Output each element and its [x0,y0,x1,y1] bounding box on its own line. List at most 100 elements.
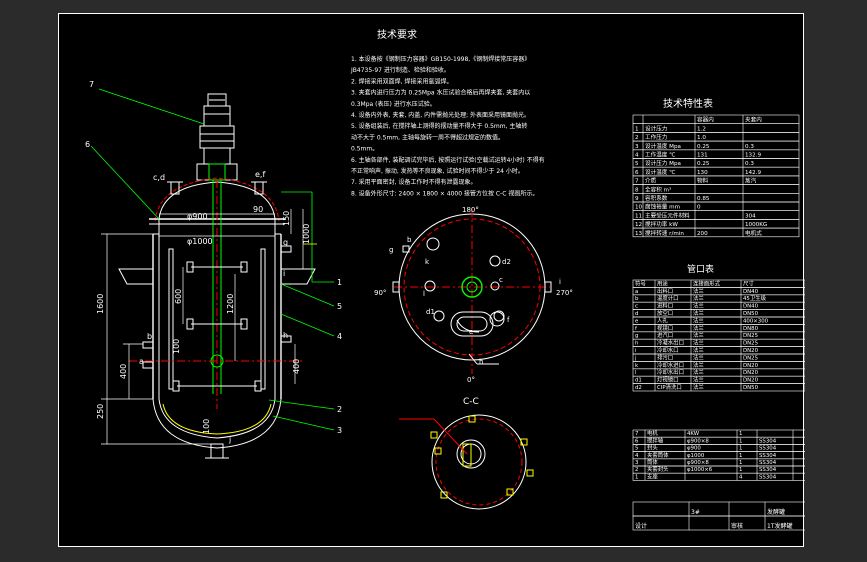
drawing-sheet: 7 6 1 5 4 2 3 c,d e,f g i h b a j φ900 φ… [58,13,805,547]
table-cell: DN25 [743,333,758,339]
table-cell: 2 [635,467,638,473]
dim-1600: 1600 [96,294,105,314]
table-cell: k [635,363,639,369]
callout-leader-2 [268,399,335,410]
title-block-row [632,515,805,531]
callout-leader-4 [280,313,335,337]
table-cell: 法兰 [693,346,704,354]
table-cell: 蒸汽 [745,177,757,185]
table-cell: SS304 [759,474,777,480]
table-cell: 法兰 [693,294,704,302]
nozzle-label-b: b [147,332,152,341]
table-cell: 电机式 [745,229,762,237]
tech-req-line: 5. 设备组装后, 在搅拌轴上测得的摆动量不得大于 0.5mm, 主轴转 [351,122,527,130]
table-cell: g [635,333,638,339]
table-cell: φ1000 [687,453,705,459]
table-cell: 进料口 [657,302,673,310]
tech-req-line: 7. 采用平面密封, 设备工作时不得有泄露现象。 [351,178,476,186]
table-cell: 1 [635,474,638,480]
table-cell: DN20 [743,363,759,369]
table-cell: 排污口 [657,353,673,361]
callout-3: 3 [337,426,342,435]
table-cell: 电机 [647,429,658,437]
table-cell: 法兰 [693,309,704,317]
bom-row [632,472,805,481]
table-cell: 容积系数 [645,194,668,202]
table-cell: 45卫生级 [743,294,767,302]
table-cell: 1 [739,438,742,444]
top-label-i: i [559,278,561,286]
top-label-k: k [425,258,430,266]
table-cell: SS304 [759,460,777,466]
table-cell: 12 [635,222,642,228]
table-cell: φ900×8 [687,438,709,444]
tech-requirements: 技术要求 1. 本设备按《钢制压力容器》GB150-1998,《钢制焊接常压容器… [350,28,545,197]
table-cell: 设计 [635,522,647,530]
table-cell: 9 [635,196,639,202]
table-cell: 搅拌转速 r/min [645,229,684,237]
table-cell: DN20 [743,378,759,384]
table-cell: 0.85 [697,196,710,202]
table-cell: 搅拌轴 [647,436,663,444]
tech-req-line: 不正常响声, 振动, 发热等不良现象, 试验时间不得少于 24 小时。 [351,167,524,175]
table-cell: 冷凝水出口 [657,339,684,347]
table-cell: DN20 [743,348,759,354]
table-cell: 容器内 [697,116,714,124]
callout-2: 2 [337,405,342,414]
table-cell: 放空口 [657,309,673,317]
tech-char-title: 技术特性表 [663,97,713,110]
table-cell: 0 [697,205,701,211]
table-cell: 设计温度 ℃ [645,168,675,176]
table-cell: 5 [635,161,639,167]
top-label-h: h [479,358,483,366]
table-cell: d2 [635,385,642,391]
table-cell: 搅拌功率 kW [645,220,678,228]
table-cell: DN40 [743,289,759,295]
table-cell: 工作压力 [645,133,668,141]
table-cell: i [635,348,637,354]
top-label-g: g [389,246,393,254]
table-cell: 夹套筒体 [647,451,669,459]
table-cell: 1 [635,126,639,132]
callout-7: 7 [89,80,94,89]
table-cell: 夹套内 [745,116,762,124]
table-cell: 4KW [687,431,700,437]
tech-req-line: 6. 主轴各部件, 装配调试完毕后, 按照运行试验(空载试运转4小时) 不得有 [351,156,545,164]
table-cell: 主要受压元件材料 [645,211,690,219]
table-cell: 腐蚀裕量 mm [645,203,680,211]
table-cell: 1000KG [745,222,767,228]
nozzle-label-cd: c,d [153,173,165,182]
table-cell: 支座 [647,472,658,480]
table-cell: 5 [635,446,638,452]
table-cell: 304 [745,213,756,219]
table-cell: 全容积 m³ [645,185,671,193]
table-cell: f [635,326,637,332]
callout-leader-7 [98,88,205,125]
table-cell: φ900×8 [687,460,709,466]
tech-char-row [632,227,800,238]
table-cell: 设计压力 [645,124,668,132]
table-cell: 法兰 [693,302,704,310]
table-cell: 4 [739,474,743,480]
dim-400-left: 400 [119,364,128,379]
dim-150: 150 [282,211,291,226]
table-cell: 131 [697,153,708,159]
table-cell: 法兰 [693,353,704,361]
table-cell: φ900 [687,446,701,452]
table-cell: 物料 [697,177,709,185]
section-cc-label: C-C [463,397,479,407]
table-cell: 封头 [647,444,658,452]
top-label-f: f [507,316,510,324]
table-cell: DN40 [743,304,759,310]
bom-row [632,458,805,467]
section-cc: C-C [399,397,534,510]
tech-char-row [632,114,800,124]
table-cell: 8 [635,187,639,193]
table-cell: 2 [635,135,639,141]
table-cell: 132.9 [745,153,761,159]
table-cell: SS304 [759,467,777,473]
table-cell: 13 [635,231,643,237]
